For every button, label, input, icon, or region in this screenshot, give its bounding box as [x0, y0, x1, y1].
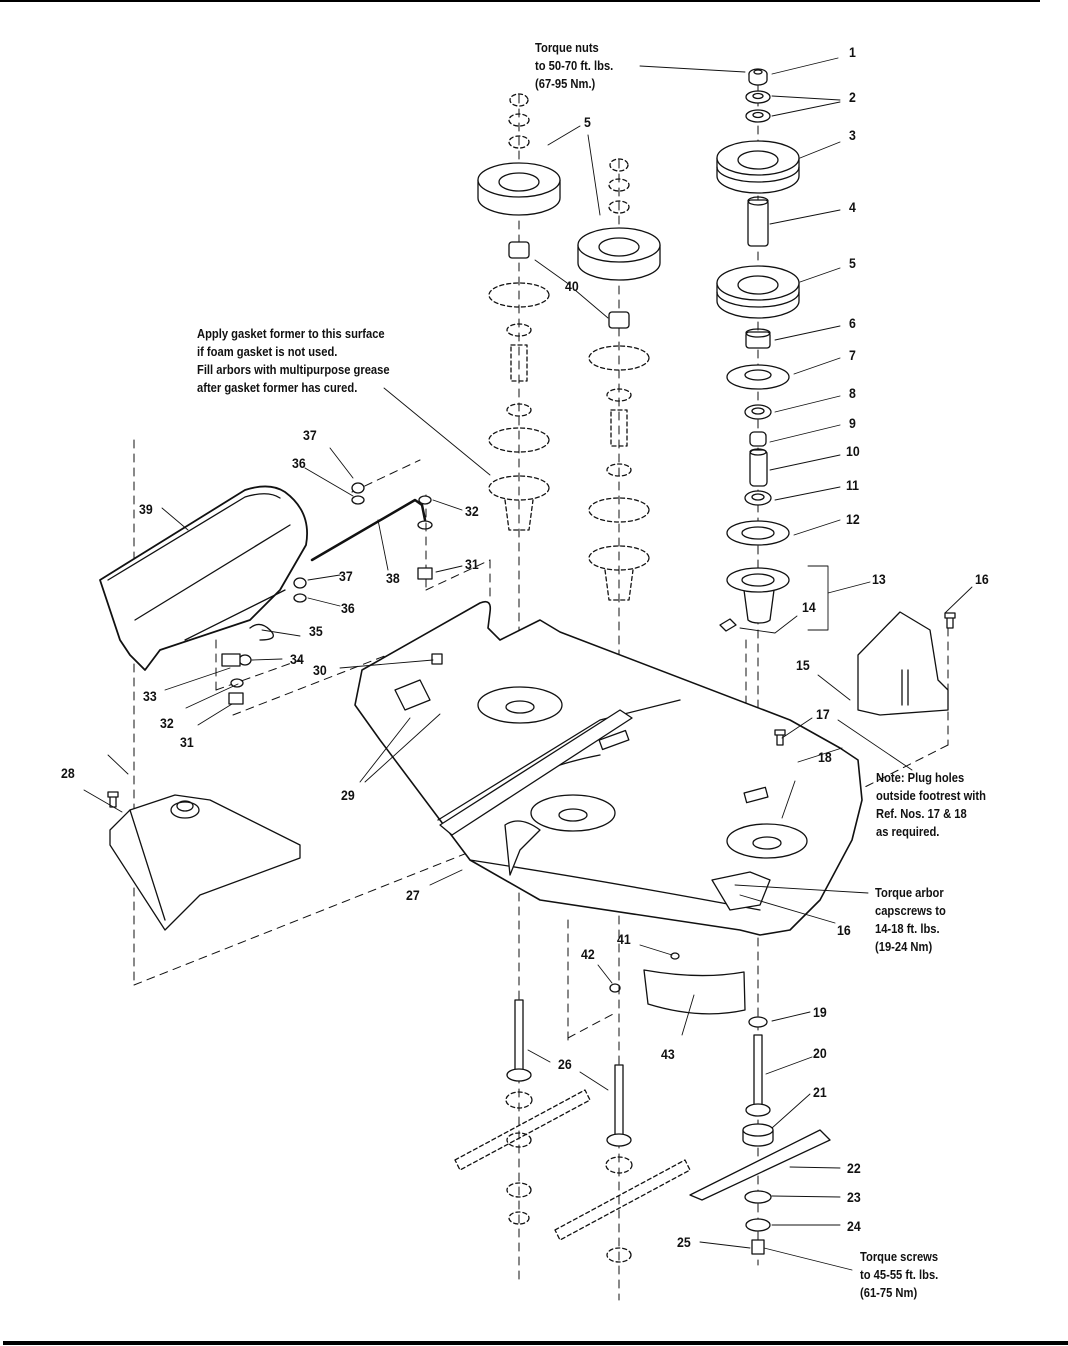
deflector-shield	[109, 794, 301, 931]
note-torque-screws: Torque screws to 45-55 ft. lbs. (61-75 N…	[860, 1249, 939, 1300]
callout-14: 14	[802, 599, 816, 615]
spacer-icon	[749, 431, 767, 447]
callout-38: 38	[386, 570, 400, 586]
left-pulley-icon	[477, 162, 561, 259]
note-gasket-former: Apply gasket former to this surface if f…	[197, 326, 390, 395]
bearing-icon	[744, 404, 772, 420]
note-plug-holes: Note: Plug holes outside footrest with R…	[876, 770, 986, 839]
callout-26: 26	[558, 1056, 572, 1072]
callout-32: 32	[465, 503, 479, 519]
leader-lines	[83, 57, 973, 1271]
left-spindle-shafts	[506, 999, 632, 1147]
spacer-icon	[747, 196, 769, 247]
callout-32: 32	[160, 715, 174, 731]
callout-18: 18	[818, 749, 832, 765]
arbor-housing-icon	[719, 567, 790, 632]
hex-spacer-icon	[745, 328, 771, 349]
right-blade-assembly	[689, 1016, 831, 1255]
callout-4: 4	[849, 199, 856, 215]
callout-1: 1	[849, 44, 856, 60]
callout-17: 17	[816, 706, 830, 722]
callout-8: 8	[849, 385, 856, 401]
gasket-ring-icon	[726, 520, 790, 546]
center-pulley-icon	[577, 227, 661, 329]
callout-35: 35	[309, 623, 323, 639]
callout-6: 6	[849, 315, 856, 331]
callout-39: 39	[139, 501, 153, 517]
bearing-housing-icon	[726, 364, 790, 390]
washer-icon	[745, 90, 771, 104]
callout-27: 27	[406, 887, 420, 903]
note-torque-nuts: Torque nuts to 50-70 ft. lbs. (67-95 Nm.…	[535, 40, 614, 91]
callout-25: 25	[677, 1234, 691, 1250]
pivot-rod	[310, 498, 433, 562]
callout-31: 31	[180, 734, 194, 750]
center-spindle-stack-hidden	[588, 158, 650, 601]
washer-icon	[745, 109, 771, 123]
callout-20: 20	[813, 1045, 827, 1061]
callout-9: 9	[849, 415, 856, 431]
callout-30: 30	[313, 662, 327, 678]
callout-5: 5	[849, 255, 856, 271]
discharge-chute	[99, 485, 308, 671]
callout-42: 42	[581, 946, 595, 962]
bottom-rule	[3, 1341, 1068, 1345]
callout-40: 40	[565, 278, 579, 294]
callout-31: 31	[465, 556, 479, 572]
belt-cover	[857, 611, 949, 716]
left-spindle-stack-hidden	[488, 93, 550, 531]
callout-11: 11	[846, 477, 860, 493]
callout-10: 10	[846, 443, 860, 459]
callout-23: 23	[847, 1189, 861, 1205]
callout-29: 29	[341, 787, 355, 803]
callout-16: 16	[837, 922, 851, 938]
callout-37: 37	[339, 568, 353, 584]
callout-19: 19	[813, 1004, 827, 1020]
callout-2: 2	[849, 89, 856, 105]
callout-5: 5	[584, 114, 591, 130]
note-torque-arbor: Torque arbor capscrews to 14-18 ft. lbs.…	[875, 885, 946, 954]
callout-37: 37	[303, 427, 317, 443]
callout-36: 36	[341, 600, 355, 616]
callout-3: 3	[849, 127, 856, 143]
callout-15: 15	[796, 657, 810, 673]
callout-16: 16	[975, 571, 989, 587]
hidden-blade-assemblies	[454, 1089, 691, 1263]
small-hardware	[107, 482, 956, 808]
baffle	[609, 952, 746, 1015]
callout-43: 43	[661, 1046, 675, 1062]
callout-24: 24	[847, 1218, 861, 1234]
callout-28: 28	[61, 765, 75, 781]
callout-34: 34	[290, 651, 304, 667]
pulley-icon	[716, 140, 800, 194]
callout-41: 41	[617, 931, 631, 947]
callout-13: 13	[872, 571, 886, 587]
bearing-icon	[744, 490, 772, 506]
mower-deck	[354, 600, 863, 936]
callout-12: 12	[846, 511, 860, 527]
top-rule	[0, 0, 1040, 2]
callout-22: 22	[847, 1160, 861, 1176]
callout-33: 33	[143, 688, 157, 704]
spacer-tube-icon	[749, 448, 768, 487]
callout-7: 7	[849, 347, 856, 363]
flange-nut-icon	[748, 68, 768, 86]
right-spindle-stack	[716, 68, 800, 632]
callout-21: 21	[813, 1084, 827, 1100]
pulley-icon	[716, 265, 800, 319]
callout-36: 36	[292, 455, 306, 471]
